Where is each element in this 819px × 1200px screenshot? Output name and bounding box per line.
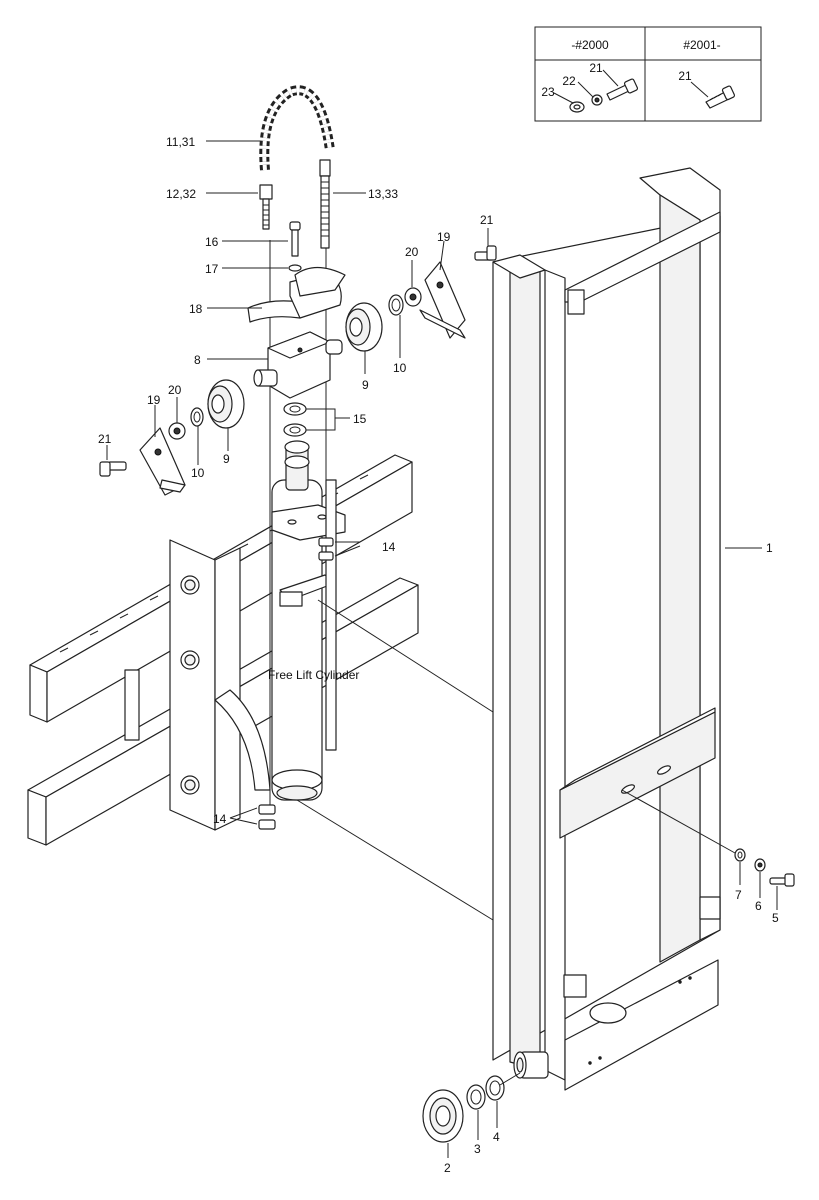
bolt-5 <box>769 873 795 887</box>
variant-early-label-21: 21 <box>589 61 603 75</box>
nuts-lower <box>258 804 276 830</box>
snap-ring-right <box>388 294 404 316</box>
callout-12-32: 12,32 <box>166 187 196 201</box>
variant-header-early: -#2000 <box>571 38 609 52</box>
shim-3 <box>466 1084 486 1110</box>
callout-9-right: 9 <box>362 378 369 392</box>
callout-17: 17 <box>205 262 219 276</box>
callout-19-right: 19 <box>437 230 451 244</box>
callout-14-lower: 14 <box>213 812 227 826</box>
callout-4: 4 <box>493 1130 500 1144</box>
shim-4 <box>485 1075 505 1101</box>
bolt-left <box>99 461 127 477</box>
variant-table: -#2000 #2001- 21 22 23 21 <box>534 26 762 122</box>
callout-3: 3 <box>474 1142 481 1156</box>
bracket-right <box>419 261 466 339</box>
variant-early-label-23: 23 <box>541 85 555 99</box>
callout-10-left: 10 <box>191 466 205 480</box>
washer-6 <box>754 858 766 872</box>
callout-20-left: 20 <box>168 383 182 397</box>
callout-15: 15 <box>353 412 367 426</box>
callout-10-right: 10 <box>393 361 407 375</box>
callout-9-left: 9 <box>223 452 230 466</box>
callout-19-left: 19 <box>147 393 161 407</box>
variant-early-parts <box>553 69 639 113</box>
sheave-left <box>207 379 245 429</box>
bolt-right <box>474 245 497 261</box>
callout-16: 16 <box>205 235 219 249</box>
bolt-16 <box>288 221 302 272</box>
callout-2: 2 <box>444 1161 451 1175</box>
sheave-right <box>345 302 383 352</box>
variant-header-late: #2001- <box>683 38 720 52</box>
fork-carriage <box>27 454 419 846</box>
callout-5: 5 <box>772 911 779 925</box>
variant-late-bolt <box>690 81 736 109</box>
callout-8: 8 <box>194 353 201 367</box>
callout-13-33: 13,33 <box>368 187 398 201</box>
callout-18: 18 <box>189 302 203 316</box>
callout-1: 1 <box>766 541 773 555</box>
callout-11-31: 11,31 <box>166 135 195 149</box>
variant-late-label-21: 21 <box>678 69 692 83</box>
callout-21-right: 21 <box>480 213 494 227</box>
free-lift-cylinder <box>269 240 494 921</box>
bracket-left <box>139 427 186 496</box>
chain-anchor-left <box>259 184 273 230</box>
lift-chain <box>259 85 335 171</box>
nuts-upper <box>318 537 334 561</box>
mast-rail <box>492 167 762 1091</box>
callout-6: 6 <box>755 899 762 913</box>
callout-labels: 11,31 12,32 13,33 16 17 18 8 9 10 20 19 … <box>98 135 779 1175</box>
sheave-block <box>253 331 343 399</box>
shim-washers <box>283 402 307 437</box>
chain-anchor-right <box>319 159 331 249</box>
washer-left <box>168 422 186 440</box>
callout-21-left: 21 <box>98 432 112 446</box>
leader-lines <box>106 140 778 1158</box>
callout-14-upper: 14 <box>382 540 396 554</box>
variant-early-label-22: 22 <box>562 74 576 88</box>
callout-7: 7 <box>735 888 742 902</box>
cylinder-label: Free Lift Cylinder <box>268 668 359 682</box>
snap-ring-left <box>190 407 204 427</box>
washer-7 <box>734 848 746 862</box>
callout-20-right: 20 <box>405 245 419 259</box>
bearing-2 <box>422 1089 464 1143</box>
washer-right <box>404 287 422 307</box>
chain-cradle <box>247 266 346 323</box>
